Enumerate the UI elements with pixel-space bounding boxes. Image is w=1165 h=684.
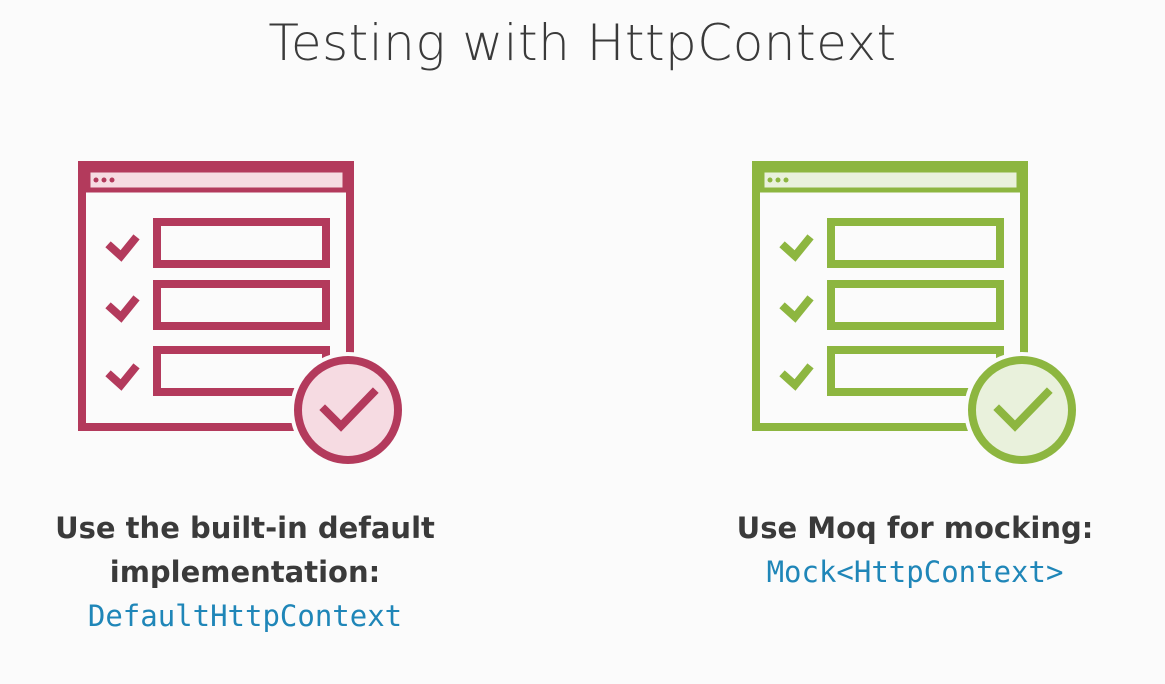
left-code-snippet: DefaultHttpContext bbox=[87, 599, 403, 633]
right-code-snippet: Mock<HttpContext> bbox=[766, 555, 1064, 589]
slide-title: Testing with HttpContext bbox=[268, 14, 897, 72]
left-caption-line2: implementation: bbox=[109, 555, 381, 589]
approved-badge-icon bbox=[290, 352, 406, 468]
left-caption-line1: Use the built-in default bbox=[55, 511, 435, 545]
right-caption-line1: Use Moq for mocking: bbox=[736, 511, 1094, 545]
left-option-caption: Use the built-in default implementation:… bbox=[20, 506, 470, 638]
approved-badge-icon bbox=[964, 352, 1080, 468]
right-option-caption: Use Moq for mocking: Mock<HttpContext> bbox=[690, 506, 1140, 594]
checklist-window-approved-icon bbox=[752, 160, 1082, 470]
checklist-window-approved-icon bbox=[78, 160, 408, 470]
